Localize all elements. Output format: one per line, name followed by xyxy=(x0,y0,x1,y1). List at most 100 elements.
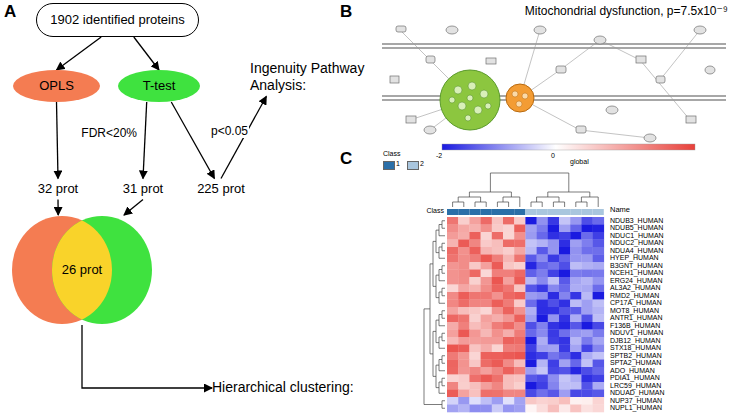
heatmap-cell xyxy=(559,240,571,248)
heatmap-cell xyxy=(570,247,582,255)
heatmap-cell xyxy=(570,300,582,308)
venn-overlap xyxy=(52,216,152,324)
heatmap-cell xyxy=(548,247,560,255)
heatmap-cell xyxy=(525,217,537,225)
heatmap-cell xyxy=(593,255,605,263)
heatmap-cell xyxy=(537,307,549,315)
heatmap-cell xyxy=(458,330,470,338)
scale-bar xyxy=(442,144,695,150)
row-name: NDUAD_HUMAN xyxy=(610,389,664,397)
heatmap-cell xyxy=(593,277,605,285)
heatmap-cell xyxy=(559,285,571,293)
venn-circle xyxy=(52,216,152,324)
class-bar-cell xyxy=(469,209,480,215)
heatmap-cell xyxy=(593,232,605,240)
heatmap-cell xyxy=(570,277,582,285)
heatmap-cell xyxy=(559,397,571,405)
heatmap-cell xyxy=(458,307,470,315)
heatmap-cell xyxy=(548,255,560,263)
heatmap-cell xyxy=(570,375,582,383)
dendrogram-branch xyxy=(442,243,445,251)
dendrogram-branch xyxy=(453,202,464,207)
heatmap-cell xyxy=(537,240,549,248)
dendrogram-branch xyxy=(436,365,439,388)
dendrogram-branch xyxy=(439,360,445,371)
class-bar-label: Class xyxy=(426,207,444,215)
heatmap-cell xyxy=(548,300,560,308)
heatmap-cell xyxy=(447,390,459,398)
heatmap-cell xyxy=(570,270,582,278)
heatmap-cell xyxy=(514,360,526,368)
dendrogram-branch xyxy=(436,275,439,298)
heatmap-cell xyxy=(492,255,504,263)
heatmap-cell xyxy=(503,352,515,360)
heatmap-cell xyxy=(525,375,537,383)
heatmap-cell xyxy=(581,405,593,413)
heatmap-cell xyxy=(581,285,593,293)
pathway-map xyxy=(382,26,726,142)
heatmap-cell xyxy=(503,285,515,293)
heatmap-cell xyxy=(458,397,470,405)
heatmap-cell xyxy=(559,345,571,353)
heatmap-cell xyxy=(447,277,459,285)
heatmap-cell xyxy=(593,330,605,338)
heatmap-cell xyxy=(481,292,493,300)
heatmap-cell xyxy=(570,330,582,338)
heatmap-cell xyxy=(525,330,537,338)
heatmap-cell xyxy=(514,382,526,390)
connector xyxy=(82,325,212,388)
heatmap-cell xyxy=(492,232,504,240)
heatmap-cell xyxy=(514,337,526,345)
heatmap-cell xyxy=(492,405,504,413)
heatmap-cell xyxy=(570,382,582,390)
heatmap-cell xyxy=(503,360,515,368)
result-count: 225 prot xyxy=(188,179,254,200)
row-name: ADO_HUMAN xyxy=(610,367,655,375)
heatmap-cell xyxy=(447,300,459,308)
heatmap-cell xyxy=(514,225,526,233)
class-bar-cell xyxy=(537,209,548,215)
heatmap-cell xyxy=(469,285,481,293)
heatmap-cell xyxy=(458,405,470,413)
heatmap-cell xyxy=(458,217,470,225)
heatmap-cell xyxy=(503,292,515,300)
legend-title: Class xyxy=(383,150,401,158)
heatmap-cell xyxy=(525,240,537,248)
dendrogram-branch xyxy=(442,311,445,319)
heatmap-cell xyxy=(469,360,481,368)
heatmap-cell xyxy=(458,277,470,285)
row-name: F136B_HUMAN xyxy=(610,322,660,330)
heatmap-cell xyxy=(559,330,571,338)
heatmap-cell xyxy=(537,360,549,368)
dendrogram-branch xyxy=(436,320,439,343)
row-name: DJB12_HUMAN xyxy=(610,337,661,345)
connector xyxy=(134,37,159,70)
heatmap-cell xyxy=(447,292,459,300)
row-name: NDUC1_HUMAN xyxy=(610,232,664,240)
dendrogram-branch xyxy=(430,264,433,354)
heatmap-cell xyxy=(469,352,481,360)
class-bar-cell xyxy=(570,209,581,215)
heatmap-cell xyxy=(514,277,526,285)
heatmap-cell xyxy=(514,352,526,360)
row-name: STX18_HUMAN xyxy=(610,344,661,352)
dendrogram-branch xyxy=(503,197,520,207)
heatmap-cell xyxy=(492,277,504,285)
heatmap-cell xyxy=(514,240,526,248)
heatmap-cell xyxy=(481,367,493,375)
heatmap-cell xyxy=(525,270,537,278)
heatmap-cell xyxy=(525,307,537,315)
panel-letter: C xyxy=(340,150,352,169)
heatmap-cell xyxy=(469,225,481,233)
heatmap-cell xyxy=(514,255,526,263)
heatmap-cell xyxy=(525,397,537,405)
heatmap-cell xyxy=(593,292,605,300)
result-count: 32 prot xyxy=(30,179,86,200)
heatmap-cell xyxy=(559,307,571,315)
heatmap-cell xyxy=(525,255,537,263)
heatmap-cell xyxy=(525,232,537,240)
heatmap-cell xyxy=(593,300,605,308)
heatmap-cell xyxy=(537,255,549,263)
heatmap-cell xyxy=(447,307,459,315)
heatmap-cell xyxy=(481,285,493,293)
